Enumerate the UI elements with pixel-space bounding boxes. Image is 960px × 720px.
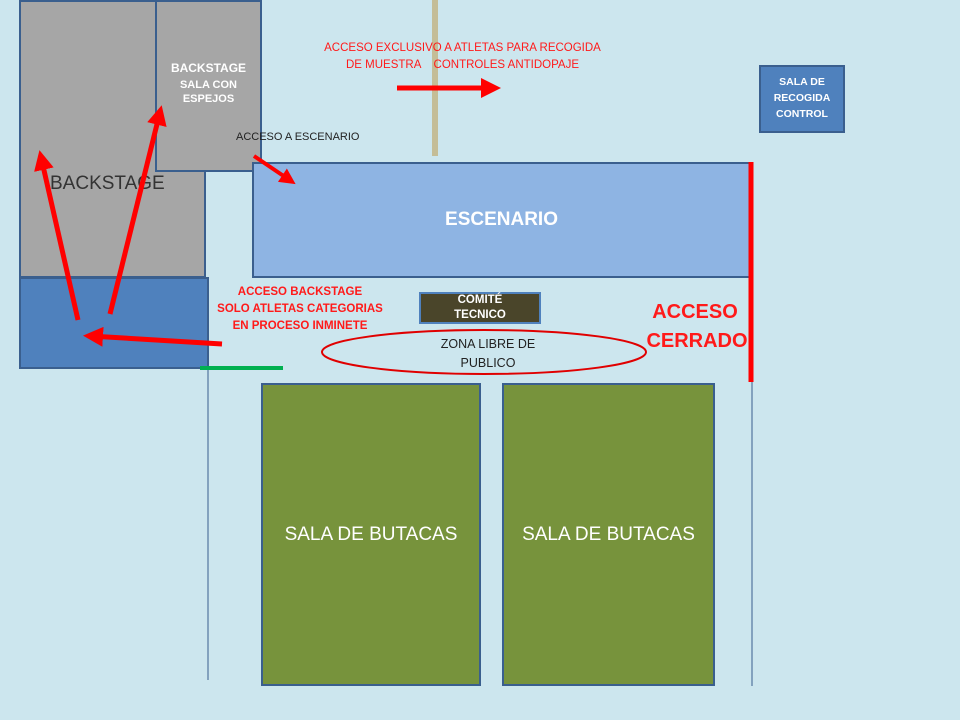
arrow-to-backstage-main [34,150,81,321]
acceso-cerrado-line2: CERRADO [646,330,748,352]
acceso-cerrado-line1: ACCESO [652,301,738,323]
divider-line-tan [432,0,438,156]
zona-libre-ellipse [321,329,647,375]
zona-libre-line2: PUBLICO [460,356,516,370]
sala-butacas-right: SALA DE BUTACAS [502,383,715,686]
acceso-backstage-line3: EN PROCESO INMINETE [232,320,368,332]
acceso-backstage-line2: SOLO ATLETAS CATEGORIAS [217,303,383,315]
backstage-mirrors-room [155,0,262,172]
sala-recogida-control: SALA DE RECOGIDA CONTROL [759,65,845,133]
acceso-escenario-label: ACCESO A ESCENARIO [236,131,360,143]
escenario-stage: ESCENARIO [252,162,751,278]
sala-recogida-label: SALA DE RECOGIDA CONTROL [773,76,831,120]
escenario-label: ESCENARIO [445,209,558,230]
athletes-access-note-line1: ACCESO EXCLUSIVO A ATLETAS PARA RECOGIDA [324,42,601,54]
backstage-main-label: BACKSTAGE [50,173,165,194]
arrow-stage-access [252,154,296,185]
sala-butacas-right-label: SALA DE BUTACAS [522,523,695,545]
arrow-backstage-entry [83,326,223,347]
sala-butacas-left: SALA DE BUTACAS [261,383,481,686]
backstage-mirrors-subtitle: SALA CON ESPEJOS [179,79,238,105]
comite-tecnico-box: COMITÉ TECNICO [419,292,541,324]
backstage-mirrors-title: BACKSTAGE [170,61,247,75]
comite-tecnico-label: COMITÉ TECNICO [454,294,506,321]
zona-libre-line1: ZONA LIBRE DE [440,337,536,351]
backstage-access-zone [19,277,209,369]
sala-butacas-left-label: SALA DE BUTACAS [284,523,458,545]
arrow-to-mirrors-room [107,105,167,315]
athletes-access-note-line2: DE MUESTRA CONTROLES ANTIDOPAJE [345,59,580,71]
acceso-backstage-line1: ACCESO BACKSTAGE [237,286,363,298]
